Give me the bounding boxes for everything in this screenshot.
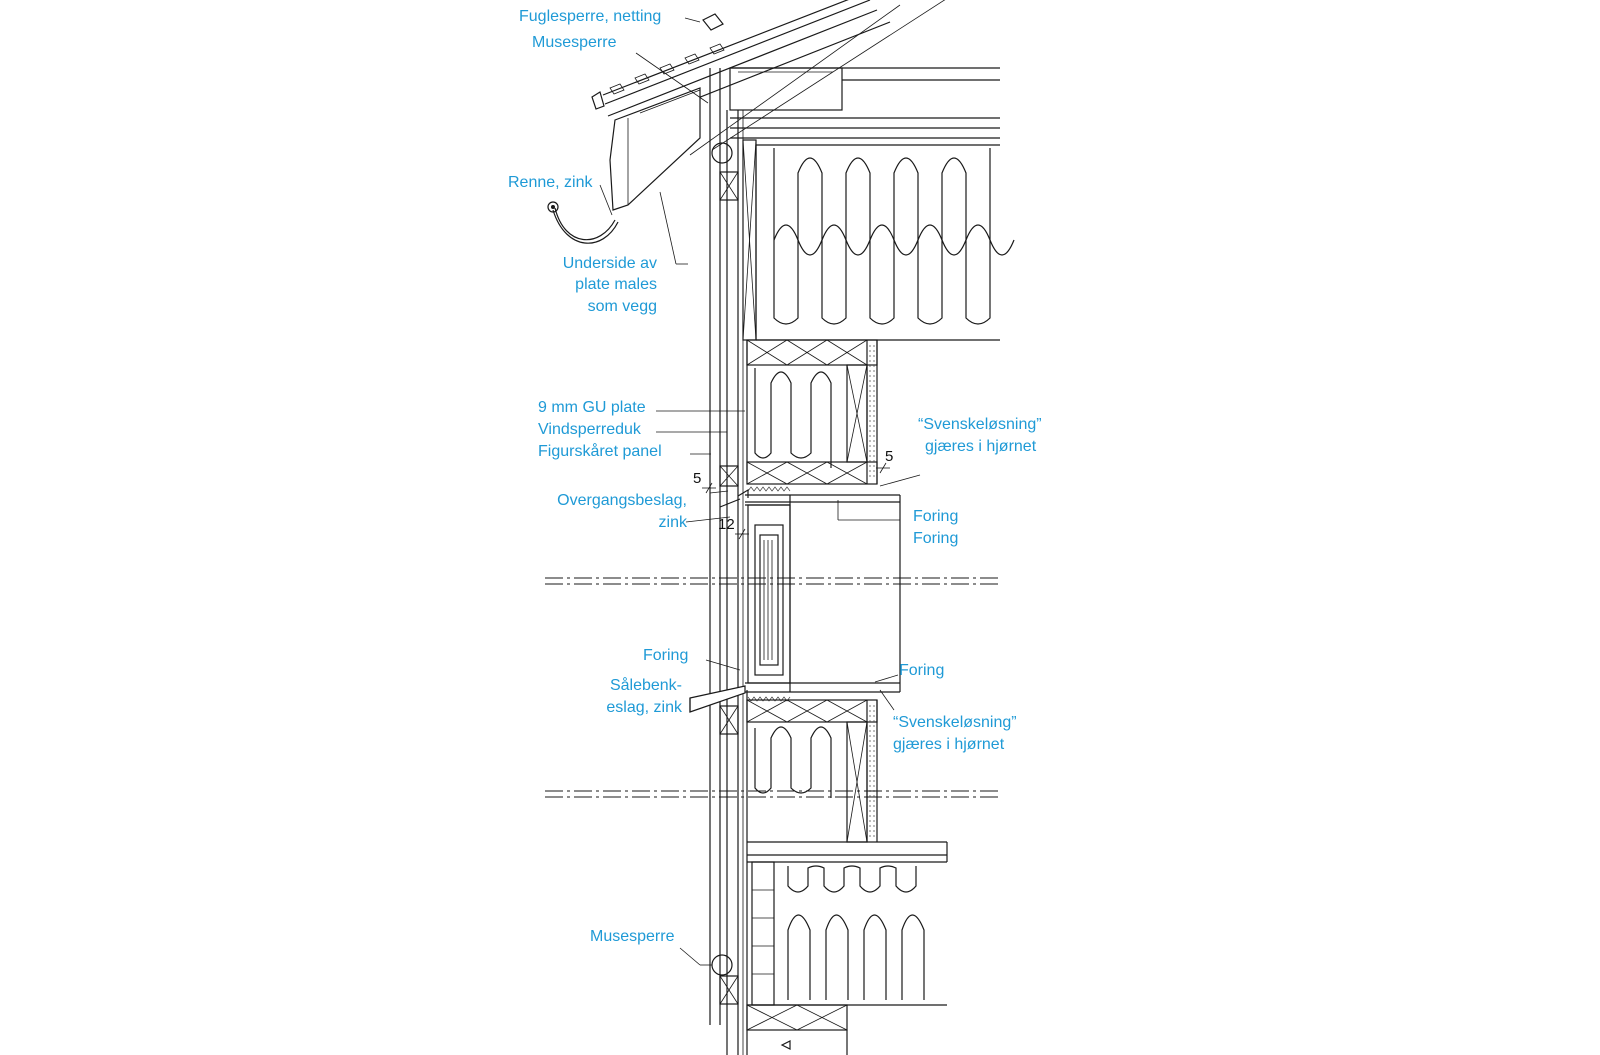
label-svenskelosning-top-line-2: gjæres i hjørnet xyxy=(925,438,1037,455)
label-foring-2: Foring xyxy=(913,530,959,547)
label-foring-1: Foring xyxy=(913,508,959,525)
label-gu-plate: 9 mm GU plate xyxy=(538,399,646,416)
lower-wall xyxy=(746,699,878,843)
label-underside-line-1: Underside av xyxy=(562,255,657,272)
label-underside-line-3: som vegg xyxy=(587,298,657,315)
upper-wall xyxy=(746,339,878,485)
roof-eaves xyxy=(547,0,946,244)
bottom-floor xyxy=(746,841,948,1055)
label-svenskelosning-bottom-line-1: “Svenskeløsning” xyxy=(893,714,1017,731)
window-frame xyxy=(719,486,901,702)
label-svenskelosning-bottom-line-2: gjæres i hjørnet xyxy=(893,736,1005,753)
label-salebenk-line-2: eslag, zink xyxy=(606,699,682,716)
outer-cladding xyxy=(709,68,757,1055)
label-musesperre-top: Musesperre xyxy=(532,34,617,51)
sill-flashing xyxy=(689,685,746,713)
dimension-ticks xyxy=(702,462,890,540)
label-figurskaaret-panel: Figurskåret panel xyxy=(538,443,662,460)
label-salebenk-line-1: Sålebenk- xyxy=(609,677,682,694)
break-lines xyxy=(545,577,1000,798)
label-fuglesperre: Fuglesperre, netting xyxy=(519,8,662,25)
label-foring-right: Foring xyxy=(899,662,945,679)
label-renne: Renne, zink xyxy=(508,174,593,191)
label-vindsperreduk: Vindsperreduk xyxy=(538,421,641,438)
label-musesperre-bottom: Musesperre xyxy=(590,928,675,945)
label-overgangsbeslag-line-2: zink xyxy=(658,514,687,531)
leader-lines xyxy=(599,17,921,966)
label-foring-left: Foring xyxy=(643,647,689,664)
dimension-5-right: 5 xyxy=(885,448,894,465)
dimension-12: 12 xyxy=(718,516,735,533)
ceiling-beam xyxy=(729,67,1015,341)
dimension-5-left: 5 xyxy=(693,470,702,487)
label-overgangsbeslag-line-1: Overgangsbeslag, xyxy=(557,492,687,509)
label-underside-line-2: plate males xyxy=(575,276,657,293)
label-svenskelosning-top-line-1: “Svenskeløsning” xyxy=(918,416,1042,433)
